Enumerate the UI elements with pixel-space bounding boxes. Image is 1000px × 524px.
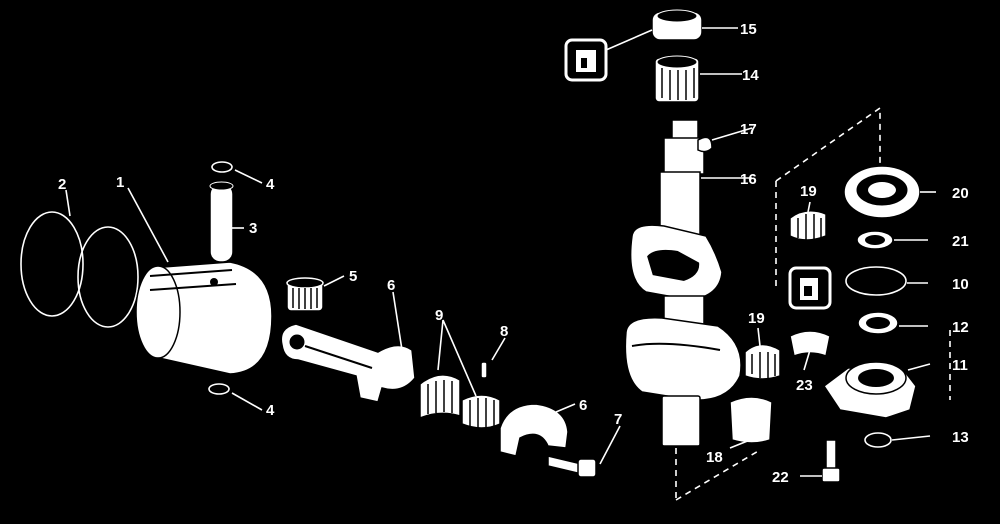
callout-4-bottom: 4 xyxy=(266,402,275,419)
callout-22: 22 xyxy=(772,469,789,486)
bearing-cage-19-right xyxy=(789,210,827,242)
callout-3: 3 xyxy=(249,220,257,237)
bearing-housing-11 xyxy=(822,361,917,419)
piston-ring-pair xyxy=(20,211,139,328)
piston xyxy=(135,261,273,375)
woodruff-key xyxy=(697,136,713,153)
callout-labels: 1 2 3 4 4 5 6 6 7 8 9 10 11 12 13 14 15 … xyxy=(58,21,969,486)
callout-12: 12 xyxy=(952,319,969,336)
crank-bearing-race-18 xyxy=(729,396,773,444)
washer-13 xyxy=(864,432,892,448)
callout-14: 14 xyxy=(742,67,759,84)
retaining-ring-21 xyxy=(856,230,894,250)
assembly-dashed-outline xyxy=(675,106,951,501)
ball-bearing xyxy=(843,165,921,219)
callout-17: 17 xyxy=(740,121,757,138)
callout-19-center: 19 xyxy=(748,310,765,327)
callout-16: 16 xyxy=(740,171,757,188)
callout-23: 23 xyxy=(796,377,813,394)
callout-4-top: 4 xyxy=(266,176,275,193)
callout-6-rod: 6 xyxy=(387,277,395,294)
crank-bearing-cage-19 xyxy=(744,343,781,380)
crankshaft xyxy=(624,119,742,447)
screw-22 xyxy=(821,439,841,483)
pin-clip-bottom xyxy=(208,383,230,395)
pin-clip-top xyxy=(211,161,233,173)
callout-11: 11 xyxy=(952,357,968,374)
rod-cap-bolt xyxy=(547,455,597,478)
callout-6-cap: 6 xyxy=(579,397,587,414)
callout-15: 15 xyxy=(740,21,757,38)
callout-10: 10 xyxy=(952,276,969,293)
bearing-half-23 xyxy=(789,330,831,358)
callout-5: 5 xyxy=(349,268,357,285)
callout-1: 1 xyxy=(116,174,124,191)
seal-detail-inset-icon-right xyxy=(788,266,832,310)
seal-detail-inset-icon xyxy=(564,29,653,82)
callout-20: 20 xyxy=(952,185,969,202)
bearing-cage-lower xyxy=(461,394,501,429)
seal-12 xyxy=(857,311,899,335)
callout-7: 7 xyxy=(614,411,622,428)
wrist-pin xyxy=(209,181,234,263)
needle-bearing-small xyxy=(286,277,324,312)
seal-top xyxy=(651,9,703,41)
callout-18: 18 xyxy=(706,449,723,466)
connecting-rod xyxy=(280,323,416,403)
callout-9: 9 xyxy=(435,307,443,324)
dowel-pin xyxy=(480,361,488,379)
needle-bearing-top xyxy=(654,55,700,103)
callout-8: 8 xyxy=(500,323,508,340)
o-ring-10 xyxy=(845,266,907,296)
callout-13: 13 xyxy=(952,429,969,446)
callout-21: 21 xyxy=(952,233,969,250)
leader-lines xyxy=(65,27,936,477)
callout-19-right: 19 xyxy=(800,183,817,200)
callout-2: 2 xyxy=(58,176,66,193)
rod-cap xyxy=(499,403,569,457)
bearing-cage-upper xyxy=(419,374,461,420)
